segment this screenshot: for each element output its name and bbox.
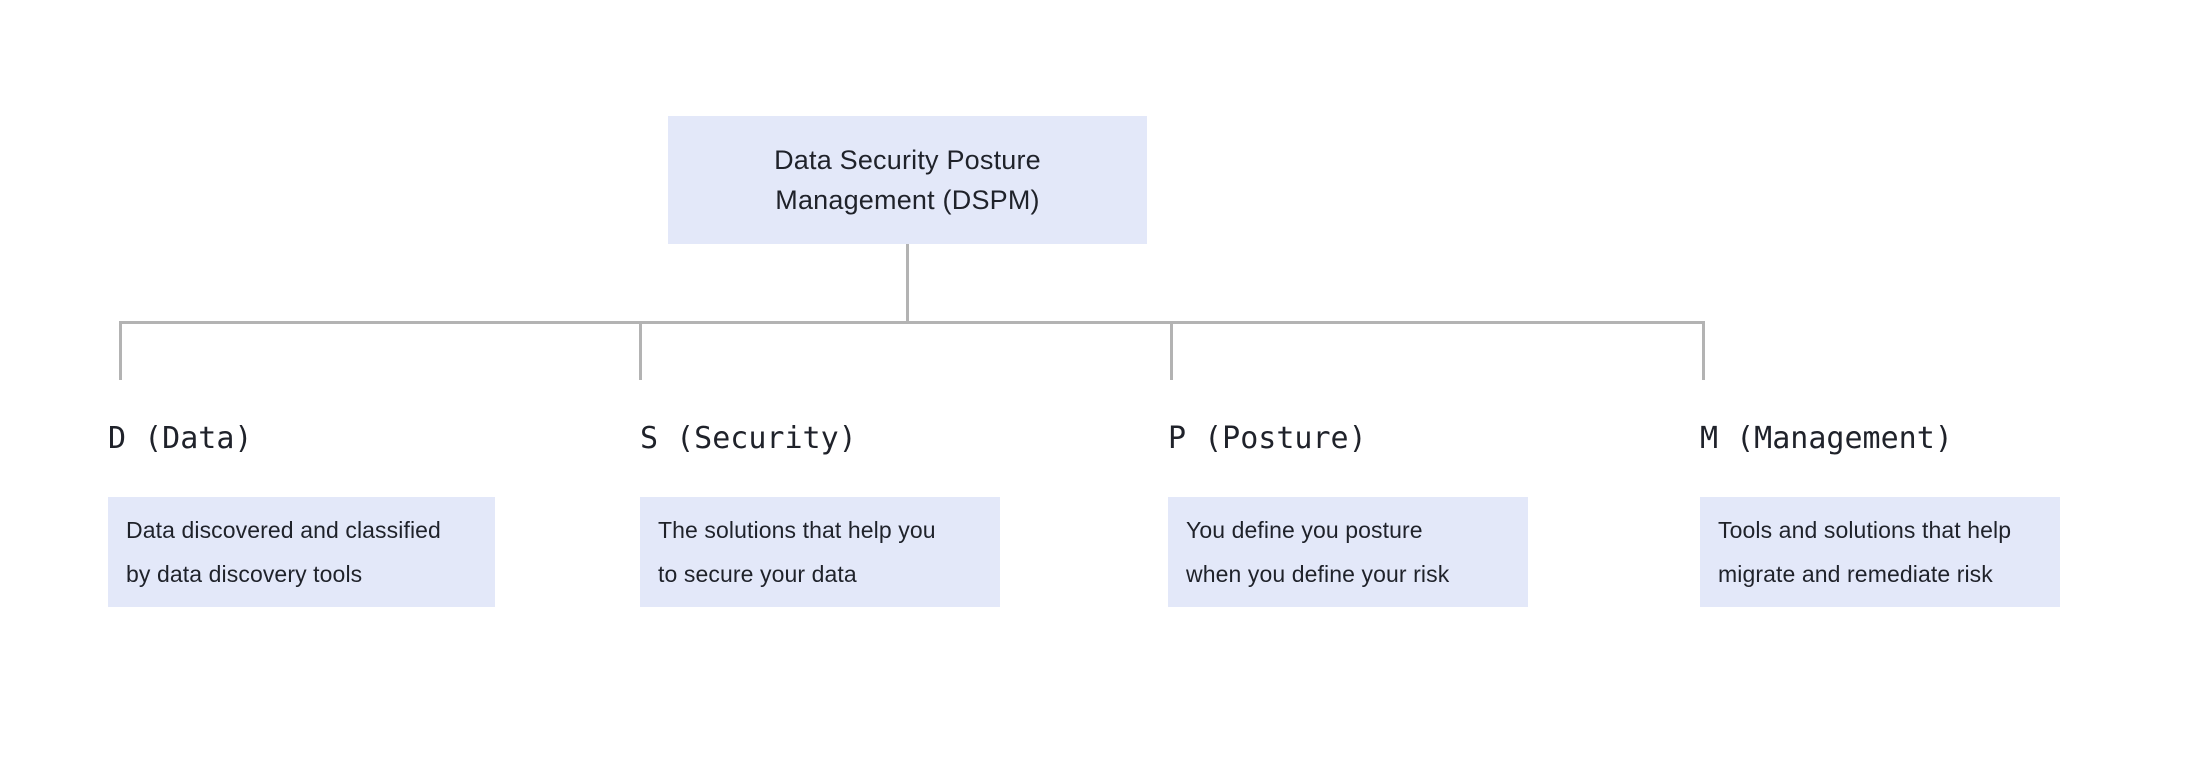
branch-description-box-data: Data discovered and classified by data d… <box>108 497 495 607</box>
description-line: by data discovery tools <box>126 561 363 587</box>
branch-description-box-security: The solutions that help you to secure yo… <box>640 497 1000 607</box>
description-line: Data discovered and classified <box>126 517 441 543</box>
connector-drop-posture <box>1170 321 1173 380</box>
description-line: migrate and remediate risk <box>1718 561 1993 587</box>
branch-description-box-management: Tools and solutions that help migrate an… <box>1700 497 2060 607</box>
root-title-line-2: Management (DSPM) <box>775 185 1040 215</box>
branch-heading-management: M (Management) <box>1700 421 1953 456</box>
connector-drop-data <box>119 321 122 380</box>
description-line: to secure your data <box>658 561 857 587</box>
description-line: Tools and solutions that help <box>1718 517 2012 543</box>
connector-rail <box>119 321 1705 324</box>
description-line: when you define your risk <box>1186 561 1450 587</box>
branch-heading-data: D (Data) <box>108 421 253 456</box>
description-line: The solutions that help you <box>658 517 936 543</box>
connector-drop-management <box>1702 321 1705 380</box>
root-title-line-1: Data Security Posture <box>774 145 1041 175</box>
dspm-root-node: Data Security Posture Management (DSPM) <box>668 116 1147 244</box>
connector-stem <box>906 244 909 322</box>
branch-heading-security: S (Security) <box>640 421 857 456</box>
branch-heading-posture: P (Posture) <box>1168 421 1367 456</box>
description-line: You define you posture <box>1186 517 1423 543</box>
connector-drop-security <box>639 321 642 380</box>
branch-description-box-posture: You define you posture when you define y… <box>1168 497 1528 607</box>
